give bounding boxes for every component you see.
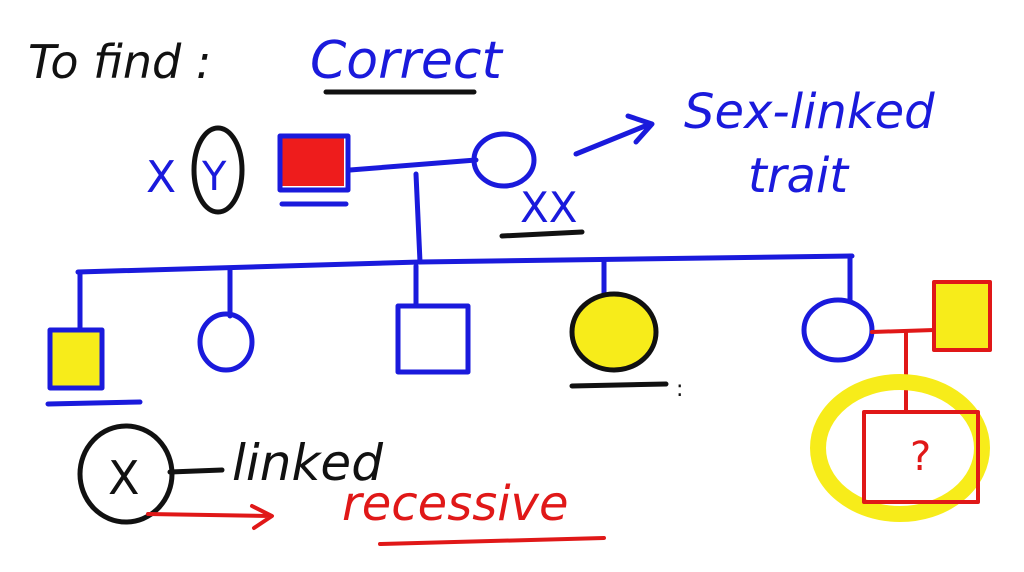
grandchild-unknown-mark: ? — [910, 434, 931, 480]
recessive-label: recessive — [342, 476, 568, 532]
mother-genotype: XX — [520, 183, 578, 232]
child-5-mating-line — [870, 328, 936, 334]
arrow-to-sex-linked — [573, 113, 655, 157]
parents-mating-line — [347, 157, 479, 173]
mother-circle — [471, 131, 537, 189]
heading-to-find: To find : — [28, 35, 211, 89]
trait-label: trait — [748, 148, 850, 204]
father-affected-fill — [282, 138, 344, 186]
linked-label: linked — [232, 434, 383, 492]
child-4-affected-fill — [574, 296, 654, 368]
sibship-line — [75, 253, 855, 275]
child-1-affected-fill — [52, 332, 100, 386]
recessive-underline — [378, 536, 606, 546]
descent-line — [413, 171, 423, 265]
heading-correct: Correct — [310, 31, 503, 91]
linked-dash — [167, 467, 225, 475]
arrow-to-recessive — [146, 504, 274, 530]
sex-linked-label: Sex-linked — [684, 84, 935, 140]
circled-x-letter: X — [108, 451, 140, 505]
spouse-affected-fill — [936, 284, 988, 348]
child-2-circle — [197, 311, 255, 373]
child-3-square — [395, 303, 471, 375]
child-5-circle — [801, 297, 875, 363]
grandchild-highlight-ring — [810, 374, 990, 522]
grandchild-square — [862, 410, 980, 504]
child-1-underline — [45, 399, 143, 407]
father-square — [277, 133, 351, 193]
father-genotype-x: X — [146, 152, 176, 203]
father-genotype-y: Y — [201, 154, 227, 200]
spouse-square — [932, 280, 992, 352]
child-1-square — [47, 327, 105, 391]
child-4-circle — [569, 291, 659, 373]
mother-genotype-underline — [499, 229, 585, 239]
child-4-dots: : — [676, 377, 683, 402]
child-4-underline — [569, 381, 669, 389]
circled-y-ring — [191, 125, 245, 215]
